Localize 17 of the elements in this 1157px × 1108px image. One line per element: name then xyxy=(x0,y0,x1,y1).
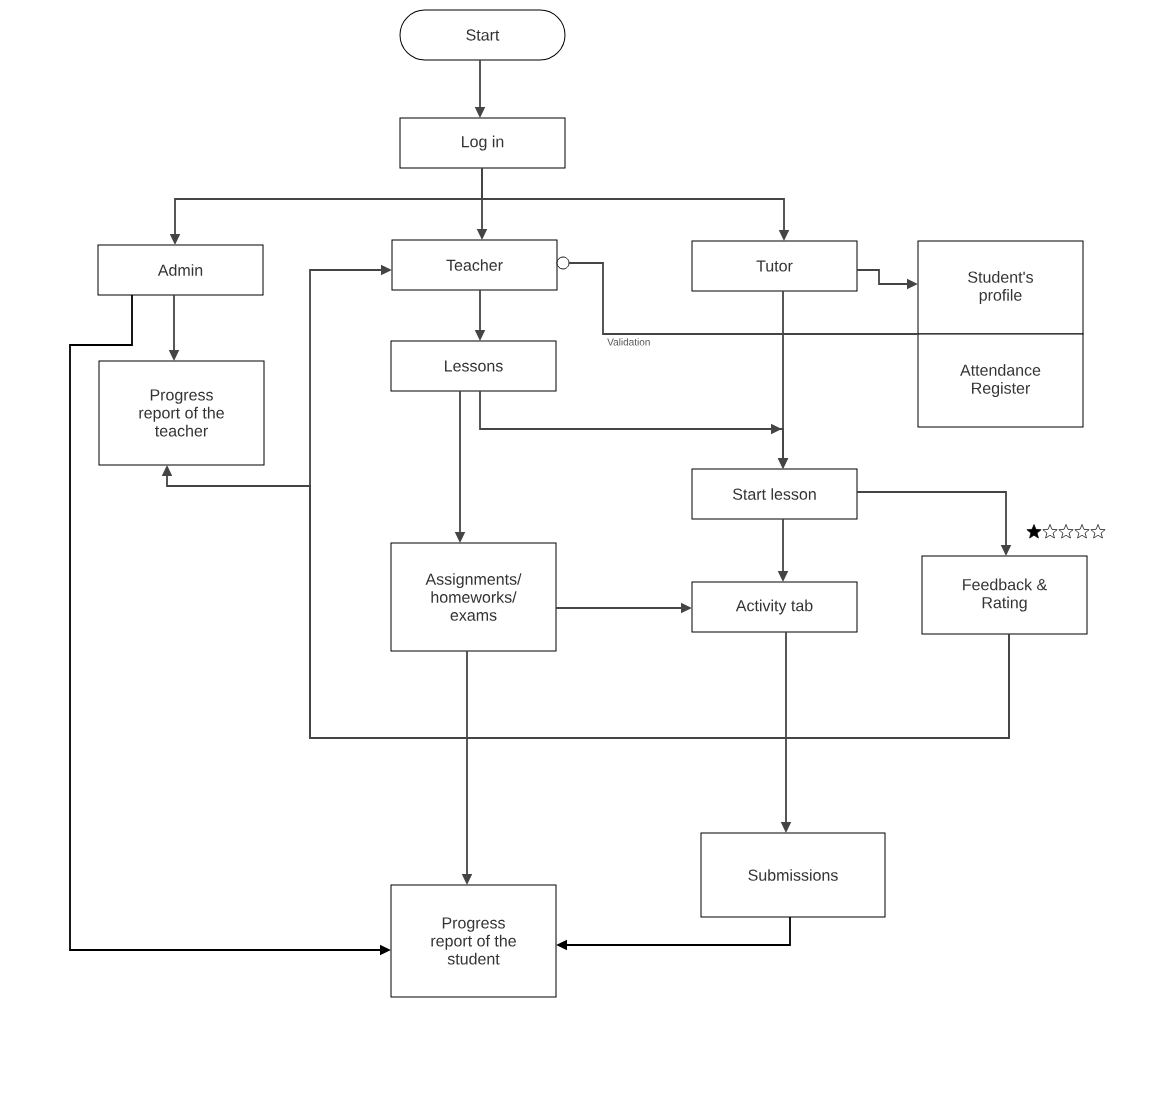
process-box: Teacher xyxy=(391,239,558,291)
process-box: Activity tab xyxy=(691,581,858,633)
process-box: Log in xyxy=(399,117,566,169)
terminal-box: Start xyxy=(399,9,566,61)
process-box: Submissions xyxy=(700,832,886,918)
process-box: Lessons xyxy=(390,340,557,392)
process-box: Admin xyxy=(97,244,264,296)
process-box: Progress report of the student xyxy=(390,884,557,998)
edge-label: Validation xyxy=(606,337,652,347)
process-box: Assignments/ homeworks/ exams xyxy=(390,542,557,652)
process-box: Progress report of the teacher xyxy=(98,360,265,466)
process-box: Student's profile xyxy=(917,240,1084,335)
process-box: Attendance Register xyxy=(917,333,1084,428)
process-box: Start lesson xyxy=(691,468,858,520)
process-box: Feedback & Rating xyxy=(921,555,1088,635)
process-box: Tutor xyxy=(691,240,858,292)
connector-line xyxy=(568,262,919,335)
